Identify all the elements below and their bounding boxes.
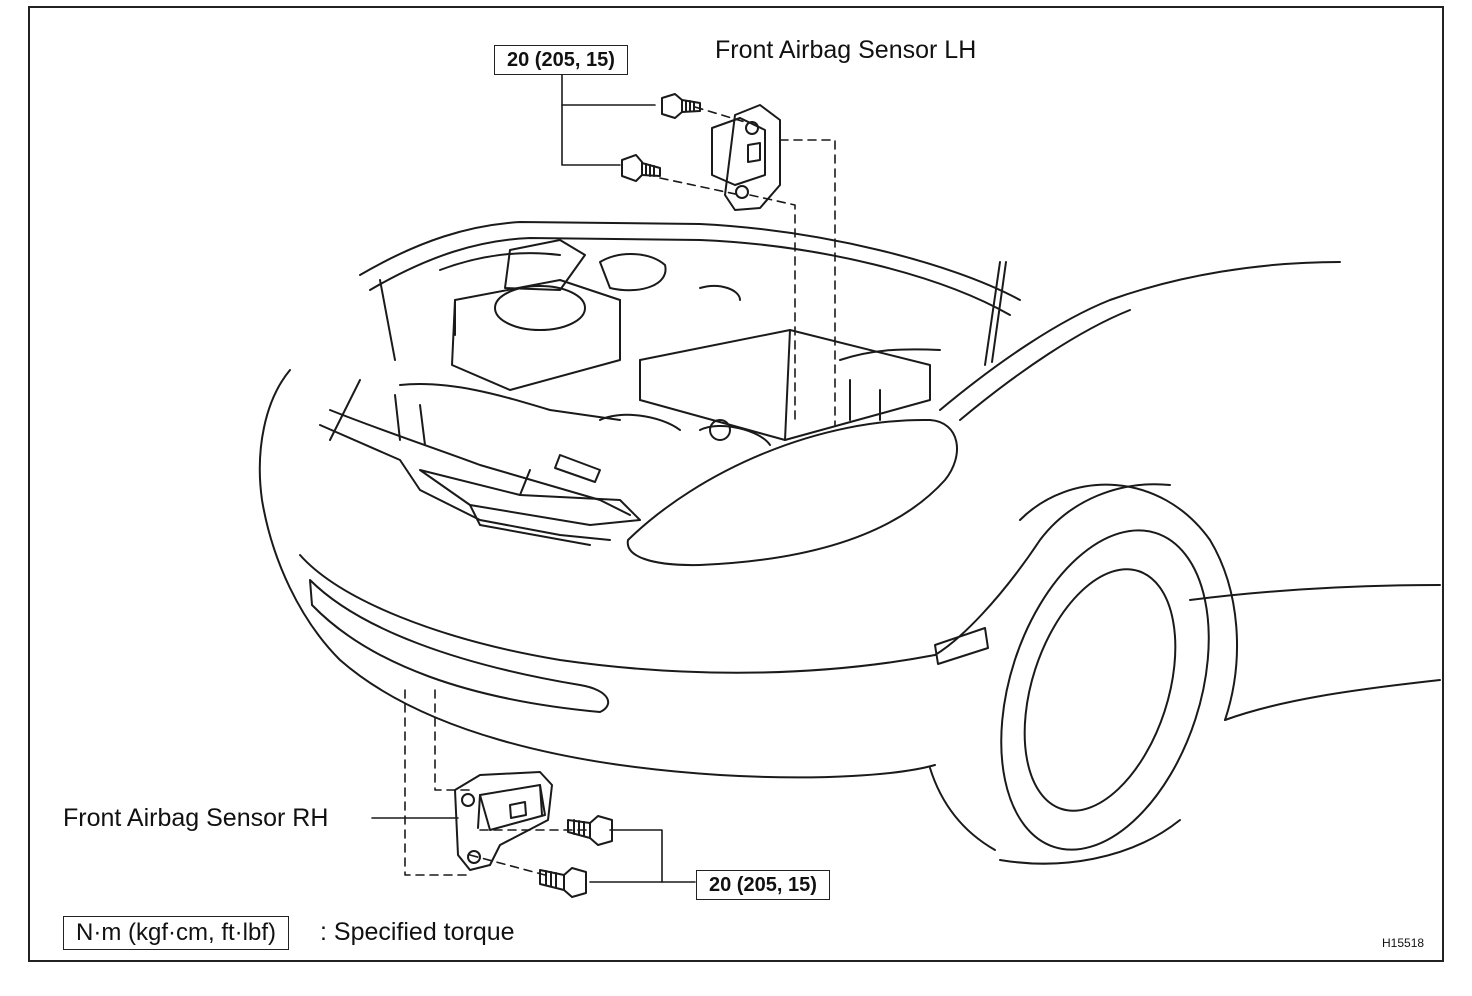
car-body-outline: [258, 221, 1441, 865]
label-front-airbag-sensor-lh: Front Airbag Sensor LH: [715, 36, 977, 64]
torque-legend-units: N·m (kgf·cm, ft·lbf): [63, 916, 289, 951]
bolt-top-1: [661, 93, 701, 119]
bolt-bottom-2: [539, 867, 587, 898]
diagram-frame: [28, 6, 1444, 962]
airbag-sensor-rh: [454, 771, 553, 871]
airbag-sensor-lh: [711, 104, 781, 211]
engine-bay: [394, 239, 941, 446]
figure-code: H15518: [1382, 936, 1425, 950]
leader-lines: [371, 71, 696, 883]
label-front-airbag-sensor-rh: Front Airbag Sensor RH: [63, 804, 329, 832]
torque-legend-description: : Specified torque: [320, 918, 515, 946]
torque-spec-top: 20 (205, 15): [494, 45, 628, 75]
bolt-bottom-1: [567, 815, 613, 846]
torque-spec-bottom: 20 (205, 15): [696, 870, 830, 900]
bolt-top-2: [621, 154, 661, 182]
